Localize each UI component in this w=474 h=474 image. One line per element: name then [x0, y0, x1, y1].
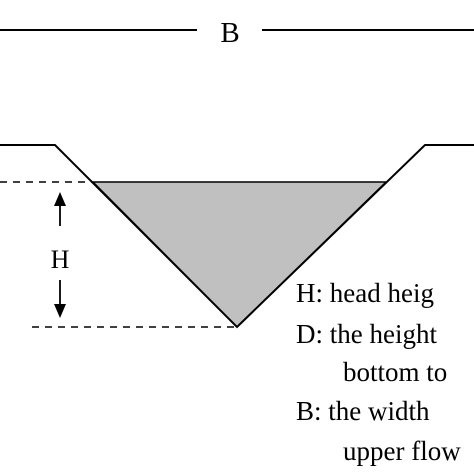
- h-label: H: [51, 245, 70, 274]
- weir-outline: [0, 144, 474, 329]
- legend-h-line: H: head heig: [296, 278, 434, 308]
- legend-b-line-1: B: the width: [296, 396, 430, 426]
- h-arrow-down-head: [54, 304, 66, 318]
- b-label: B: [220, 17, 239, 49]
- legend-d-line-1: D: the height: [296, 319, 437, 349]
- legend-b-line-2: upper flow: [343, 436, 461, 466]
- h-arrow-up-head: [54, 192, 66, 206]
- legend-d-line-2: bottom to: [343, 357, 447, 387]
